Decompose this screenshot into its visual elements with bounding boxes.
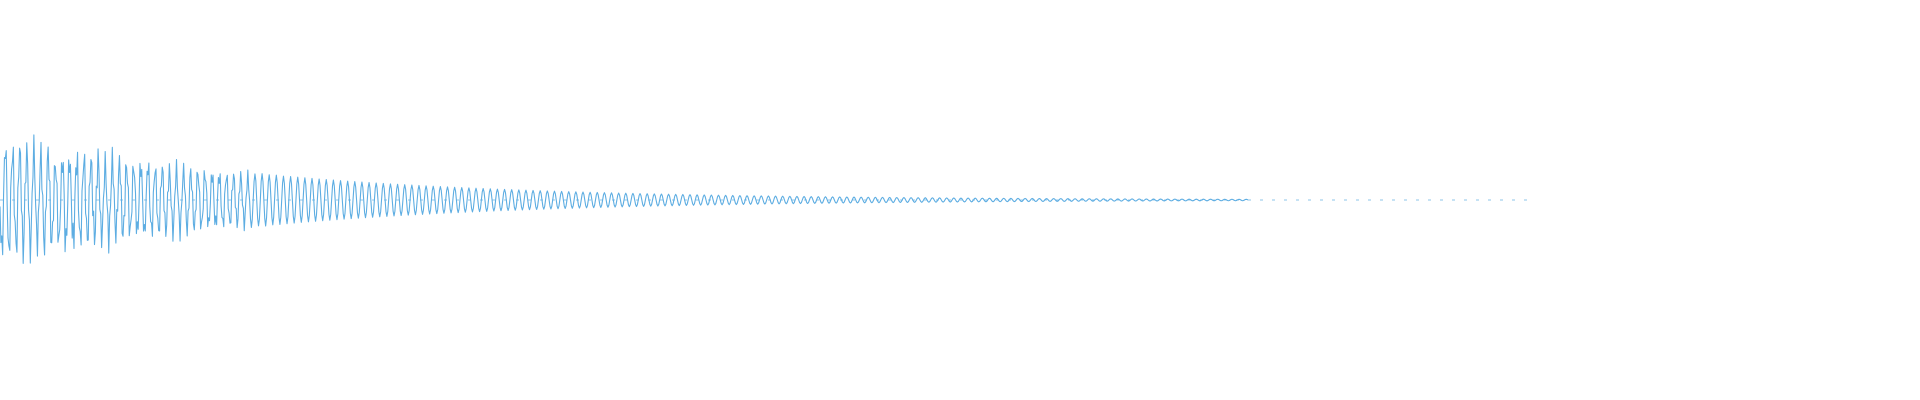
waveform-signal bbox=[0, 134, 1249, 264]
